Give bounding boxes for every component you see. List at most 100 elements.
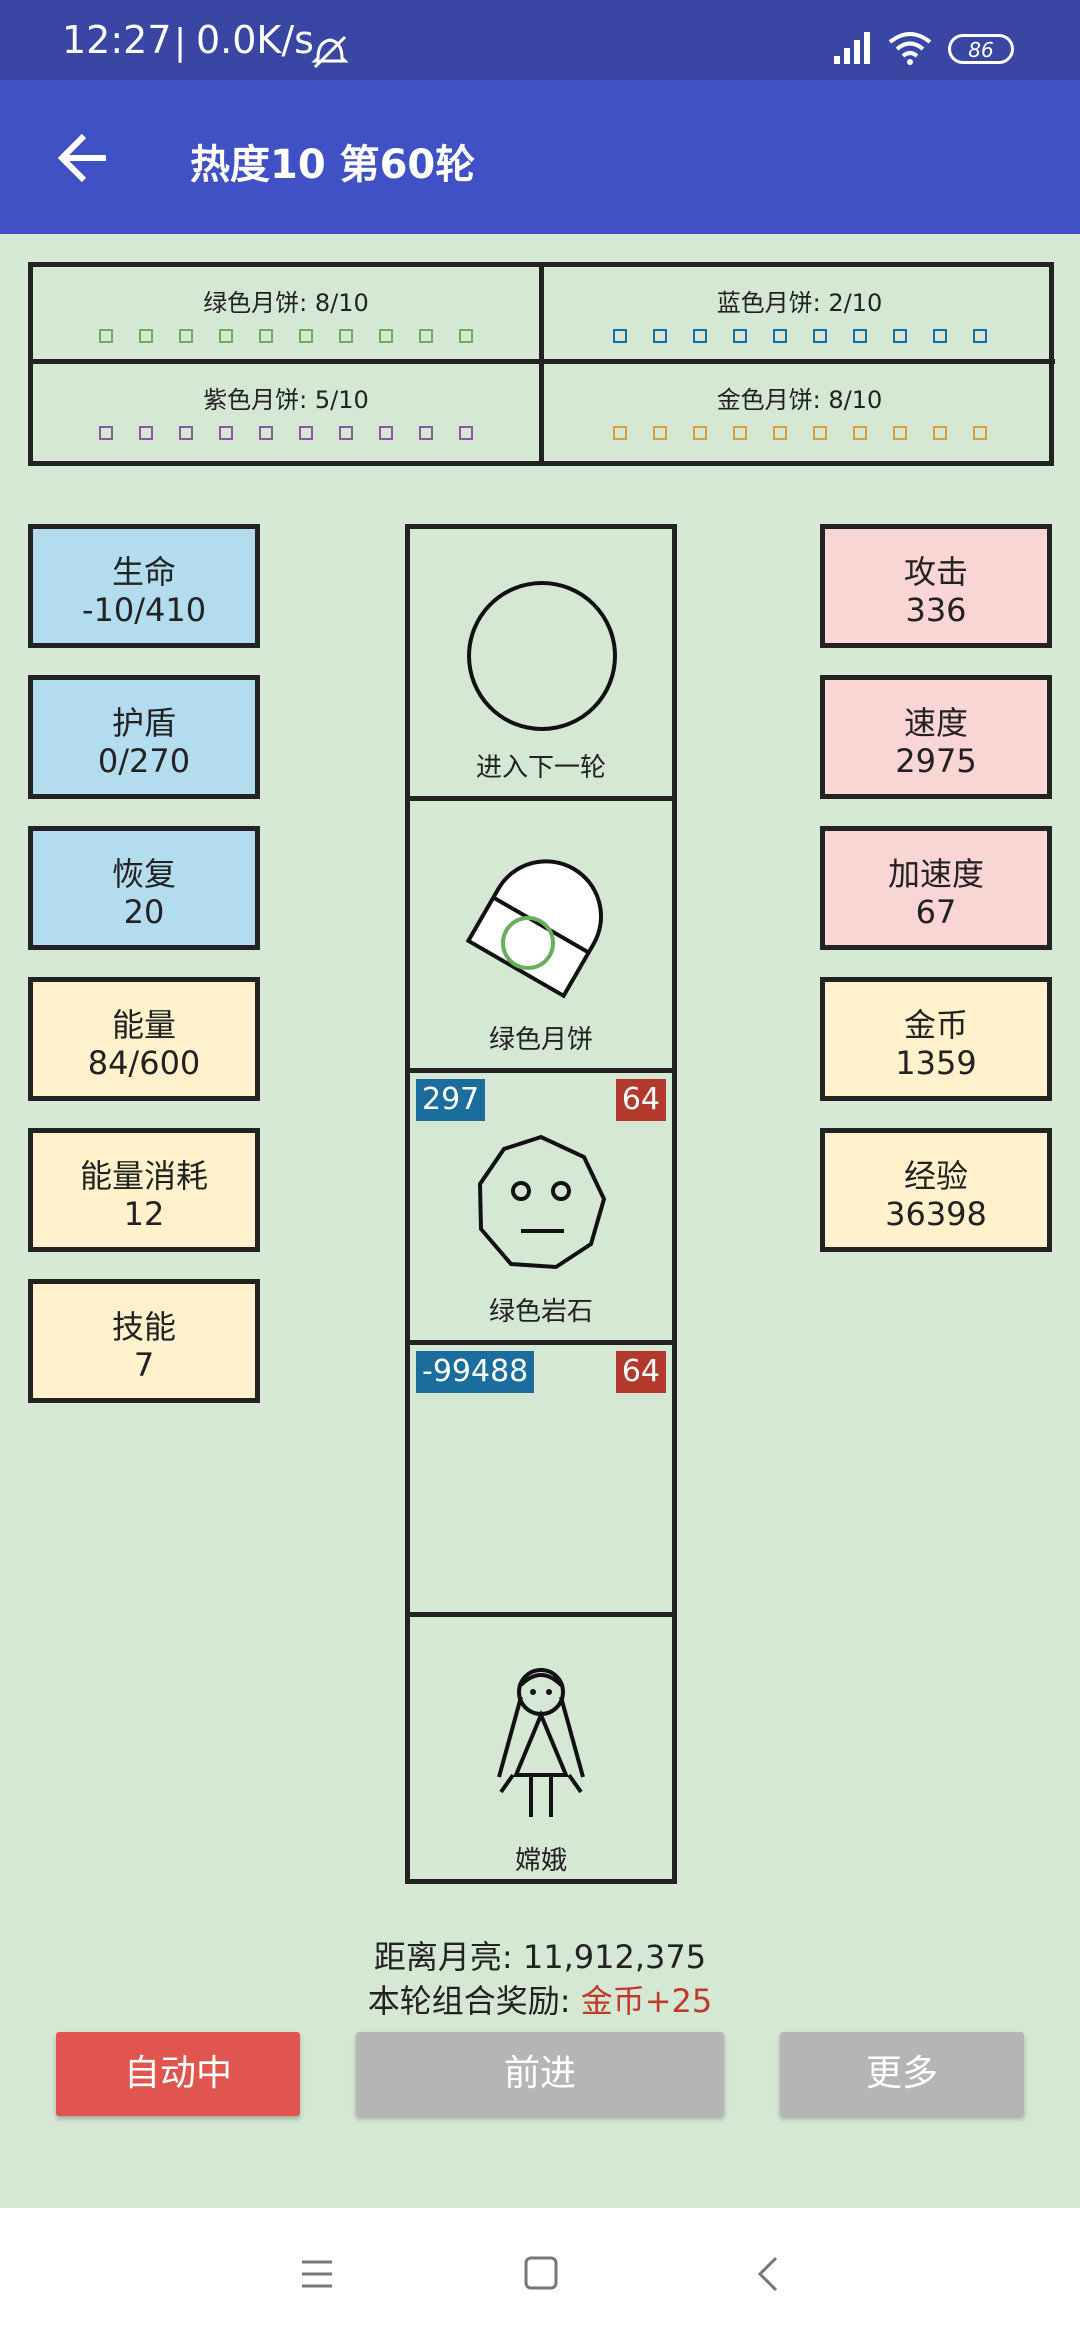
mooncake-slot xyxy=(972,426,987,440)
mooncake-slot xyxy=(852,426,867,440)
mute-icon xyxy=(311,35,349,69)
stat-value: -10/410 xyxy=(81,591,207,629)
stat-life: 生命 -10/410 xyxy=(28,524,260,648)
cell-hp-badge: -99488 xyxy=(416,1351,535,1393)
mooncake-slot xyxy=(219,329,233,343)
track-cell-enemy[interactable]: 297 64 绿色岩石 xyxy=(410,1073,672,1345)
mooncake-slot xyxy=(692,426,707,440)
home-icon[interactable] xyxy=(524,2256,558,2290)
mooncake-slot xyxy=(299,426,313,440)
mooncake-slot xyxy=(772,426,787,440)
stat-label: 攻击 xyxy=(903,553,968,591)
mooncake-blue: 蓝色月饼: 2/10 xyxy=(544,267,1055,364)
mooncake-purple: 紫色月饼: 5/10 xyxy=(33,364,544,461)
mooncake-slot xyxy=(612,426,627,440)
stat-label: 技能 xyxy=(111,1308,176,1346)
mooncake-slot xyxy=(852,329,867,343)
track-cell-player[interactable]: 嫦娥 xyxy=(410,1617,672,1889)
cell-label: 进入下一轮 xyxy=(475,753,606,783)
mooncake-label: 紫色月饼: 5/10 xyxy=(203,386,369,414)
distance-text: 距离月亮: 11,912,375 xyxy=(373,1938,707,1976)
back-icon[interactable] xyxy=(756,2256,780,2292)
mooncake-green: 绿色月饼: 8/10 xyxy=(33,267,544,364)
track-cell-empty[interactable]: -99488 64 xyxy=(410,1345,672,1617)
stat-label: 速度 xyxy=(903,704,968,742)
wifi-icon xyxy=(888,32,932,65)
mooncake-slot xyxy=(259,426,273,440)
stat-value: 67 xyxy=(915,893,957,931)
mooncake-slot xyxy=(179,426,193,440)
mooncake-slot xyxy=(932,329,947,343)
forward-button[interactable]: 前进 xyxy=(356,2032,724,2116)
stat-speed: 速度 2975 xyxy=(820,675,1052,799)
mooncake-slot xyxy=(339,329,353,343)
more-button[interactable]: 更多 xyxy=(780,2032,1024,2116)
stat-value: 12 xyxy=(123,1195,165,1233)
reward-line: 本轮组合奖励: 金币+25 xyxy=(0,1976,1080,2022)
stat-value: 36398 xyxy=(885,1195,987,1233)
back-arrow-icon[interactable] xyxy=(56,130,112,186)
change-e-player-icon xyxy=(497,1668,585,1817)
mooncake-slot xyxy=(932,426,947,440)
track-cell-mooncake[interactable]: 绿色月饼 xyxy=(410,801,672,1073)
mooncake-slot xyxy=(612,329,627,343)
mooncake-slot xyxy=(379,426,393,440)
mooncake-slot xyxy=(179,329,193,343)
mooncake-slot xyxy=(692,329,707,343)
page-title: 热度10 第60轮 xyxy=(190,142,476,188)
mooncake-slot xyxy=(419,329,433,343)
mooncake-dots xyxy=(33,425,539,444)
stat-label: 金币 xyxy=(903,1006,968,1044)
reward-label: 本轮组合奖励: xyxy=(367,1982,581,2020)
enemy-attack-badge: 64 xyxy=(615,1079,666,1121)
stat-value: 20 xyxy=(123,893,165,931)
mooncake-icon xyxy=(465,859,603,999)
game-track: 进入下一轮 绿色月饼 297 64 绿色岩石 -99488 64 xyxy=(405,524,677,1884)
mooncake-slot xyxy=(732,426,747,440)
track-cell-next-round[interactable]: 进入下一轮 xyxy=(410,529,672,801)
stat-attack: 攻击 336 xyxy=(820,524,1052,648)
signal-icon xyxy=(834,32,870,64)
mooncake-slot xyxy=(652,426,667,440)
stat-label: 能量 xyxy=(111,1006,176,1044)
stat-label: 生命 xyxy=(111,553,176,591)
mooncake-label: 金色月饼: 8/10 xyxy=(716,386,883,414)
stat-label: 恢复 xyxy=(111,855,176,893)
stat-energy: 能量 84/600 xyxy=(28,977,260,1101)
cell-label: 绿色月饼 xyxy=(488,1025,593,1055)
stat-skill: 技能 7 xyxy=(28,1279,260,1403)
mooncake-dots xyxy=(544,425,1055,444)
stat-shield: 护盾 0/270 xyxy=(28,675,260,799)
status-net-speed: 0.0K/s xyxy=(196,18,314,62)
stat-value: 2975 xyxy=(895,742,977,780)
stat-value: 0/270 xyxy=(97,742,191,780)
mooncake-label: 绿色月饼: 8/10 xyxy=(203,289,369,317)
stat-experience: 经验 36398 xyxy=(820,1128,1052,1252)
cell-label: 绿色岩石 xyxy=(488,1297,593,1327)
mooncake-slot xyxy=(379,329,393,343)
reward-value: 金币+25 xyxy=(580,1982,713,2020)
stat-value: 7 xyxy=(133,1346,155,1384)
menu-icon[interactable] xyxy=(300,2258,334,2290)
mooncake-slot xyxy=(652,329,667,343)
mooncake-slot xyxy=(972,329,987,343)
battery-icon: 86 xyxy=(948,34,1014,64)
mooncake-slot xyxy=(459,329,473,343)
mooncake-gold: 金色月饼: 8/10 xyxy=(544,364,1055,461)
rock-face-icon xyxy=(477,1134,607,1270)
auto-button[interactable]: 自动中 xyxy=(56,2032,300,2116)
mooncake-slot xyxy=(892,426,907,440)
portal-circle-icon xyxy=(467,581,617,731)
stat-value: 1359 xyxy=(895,1044,977,1082)
stat-label: 加速度 xyxy=(887,855,984,893)
stat-energy-cost: 能量消耗 12 xyxy=(28,1128,260,1252)
mooncake-slot xyxy=(99,329,113,343)
mooncake-dots xyxy=(544,328,1055,347)
stat-value: 336 xyxy=(905,591,967,629)
mooncake-slot xyxy=(459,426,473,440)
system-nav-bar xyxy=(0,2208,1080,2340)
stat-value: 84/600 xyxy=(87,1044,201,1082)
mooncake-slot xyxy=(892,329,907,343)
status-bar: 12:27 | 0.0K/s 86 xyxy=(0,0,1080,80)
battery-level: 86 xyxy=(968,38,994,62)
